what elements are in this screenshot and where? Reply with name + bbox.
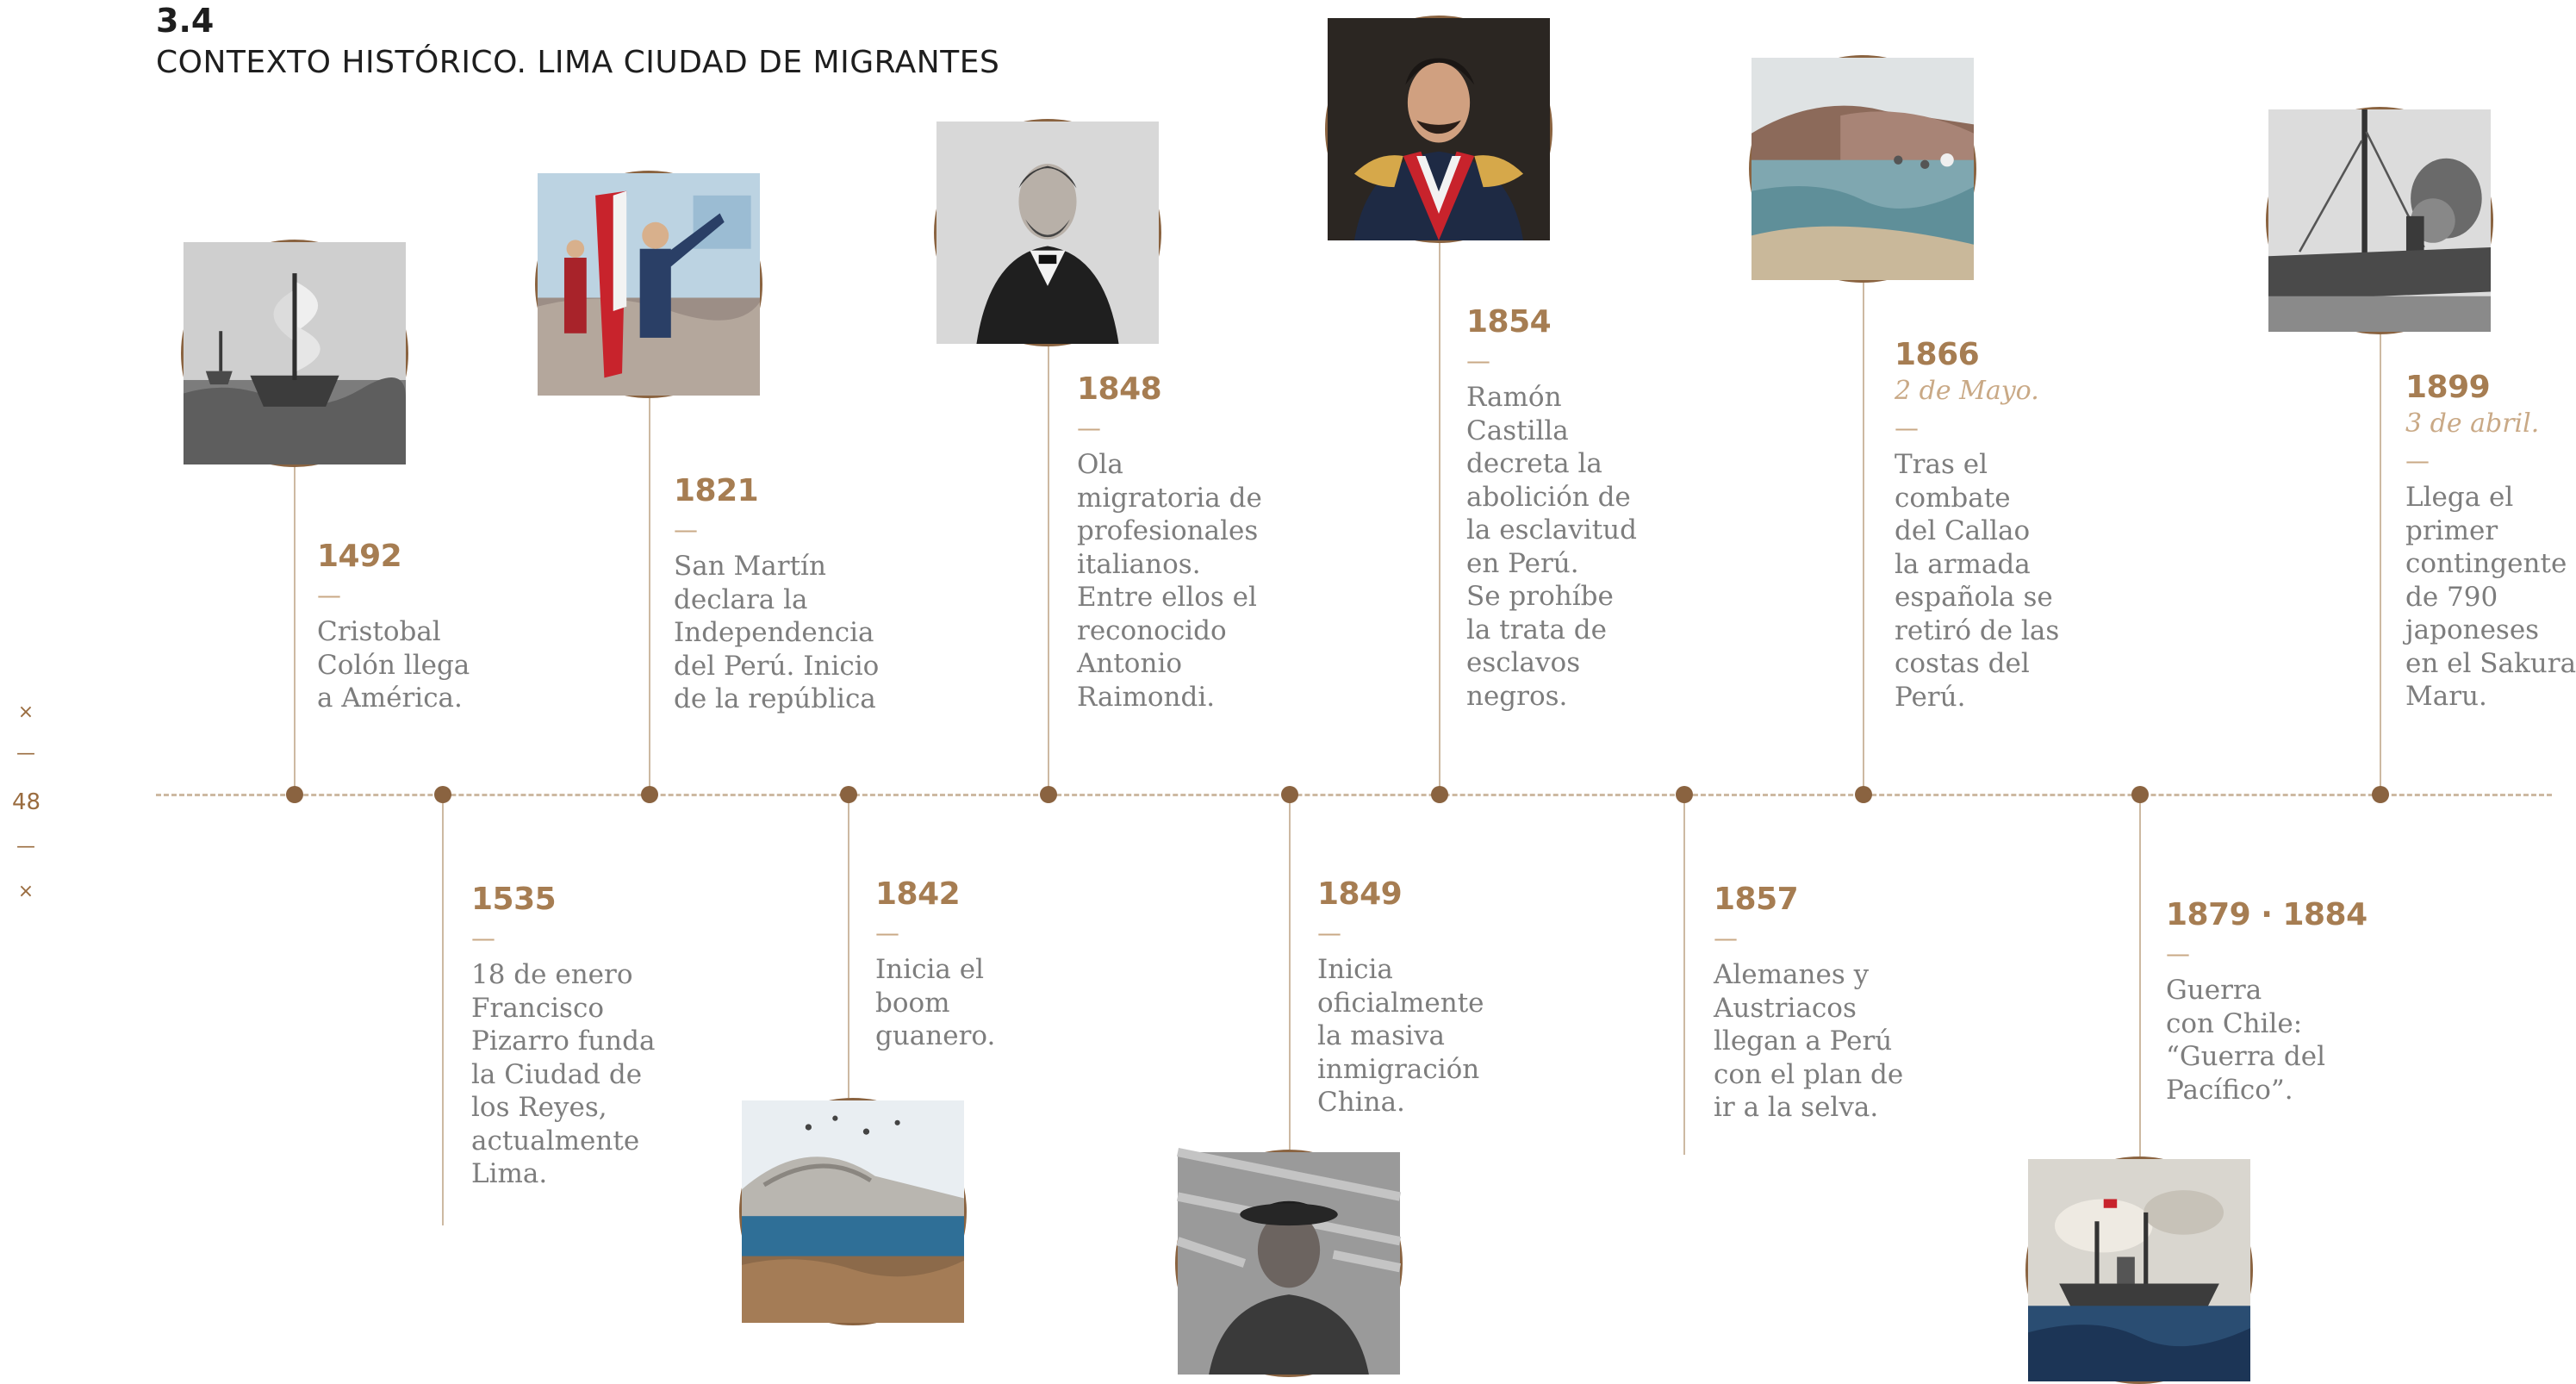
- event-dash: —: [1077, 414, 1101, 442]
- event-dash: —: [875, 919, 899, 947]
- event-1492: 1492 — Cristobal Colón llega a América.: [317, 538, 515, 715]
- stem-1849: [1289, 795, 1291, 1150]
- event-dash: —: [317, 581, 341, 609]
- page-mark-top: ×: [17, 701, 34, 723]
- ramon-castilla-portrait-image: [1325, 16, 1552, 243]
- stem-1854: [1439, 241, 1440, 795]
- event-year: 1879 · 1884: [2166, 897, 2368, 932]
- section-number: 3.4: [156, 2, 215, 40]
- stem-1535: [442, 795, 444, 1225]
- event-1857: 1857 — Alemanes y Austriacos llegan a Pe…: [1714, 881, 1929, 1125]
- stem-1879: [2139, 795, 2141, 1156]
- event-date: 2 de Mayo.: [1895, 376, 2039, 406]
- dot-1854[interactable]: [1431, 786, 1448, 803]
- event-dash: —: [471, 924, 495, 952]
- event-year: 1854: [1466, 304, 1552, 340]
- stem-1899: [2380, 333, 2381, 795]
- dot-1879[interactable]: [2131, 786, 2149, 803]
- event-year: 1857: [1714, 882, 1799, 917]
- event-year: 1535: [471, 882, 557, 917]
- independence-declaration-image: [535, 171, 762, 398]
- dot-1857[interactable]: [1676, 786, 1693, 803]
- stem-1857: [1683, 795, 1685, 1155]
- event-description: Guerra con Chile: “Guerra del Pacífico”.: [2166, 975, 2326, 1106]
- dot-1848[interactable]: [1040, 786, 1057, 803]
- event-year: 1842: [875, 876, 961, 912]
- dot-1535[interactable]: [434, 786, 451, 803]
- callao-coast-image: [1749, 55, 1976, 283]
- event-1821: 1821 — San Martín declara la Independenc…: [674, 472, 898, 716]
- event-dash: —: [1317, 919, 1341, 947]
- dot-1899[interactable]: [2372, 786, 2389, 803]
- event-1899: 1899 3 de abril. — Llega el primer conti…: [2405, 369, 2576, 714]
- page-dash-top: —: [16, 743, 35, 764]
- event-dash: —: [1466, 346, 1490, 375]
- event-year: 1492: [317, 539, 402, 574]
- event-year: 1849: [1317, 876, 1403, 912]
- event-description: Inicia el boom guanero.: [875, 954, 996, 1051]
- event-date: 3 de abril.: [2405, 408, 2540, 439]
- page-number: 48: [12, 789, 41, 815]
- event-year: 1899: [2405, 370, 2491, 405]
- event-description: Alemanes y Austriacos llegan a Perú con …: [1714, 959, 1904, 1123]
- stem-1848: [1048, 346, 1049, 795]
- event-description: Cristobal Colón llega a América.: [317, 616, 470, 714]
- chinese-immigrant-portrait-image: [1175, 1147, 1403, 1377]
- stem-1866: [1863, 283, 1864, 795]
- stem-1842: [848, 795, 849, 1098]
- page-title: CONTEXTO HISTÓRICO. LIMA CIUDAD DE MIGRA…: [156, 45, 1000, 80]
- event-description: 18 de enero Francisco Pizarro funda la C…: [471, 959, 656, 1189]
- event-description: Llega el primer contingente de 790 japon…: [2405, 482, 2576, 712]
- event-description: Ola migratoria de profesionales italiano…: [1077, 449, 1262, 713]
- event-year: 1848: [1077, 371, 1162, 407]
- sakura-maru-ship-image: [2266, 107, 2493, 334]
- page-dash-bottom: —: [16, 836, 35, 857]
- event-description: Tras el combate del Callao la armada esp…: [1895, 449, 2060, 713]
- event-1848: 1848 — Ola migratoria de profesionales i…: [1077, 371, 1284, 714]
- event-dash: —: [1714, 924, 1738, 952]
- event-1854: 1854 — Ramón Castilla decreta la abolici…: [1466, 303, 1664, 713]
- event-dash: —: [2405, 446, 2430, 475]
- event-description: Inicia oficialmente la masiva inmigració…: [1317, 954, 1484, 1118]
- stem-1492: [294, 465, 296, 795]
- dot-1821[interactable]: [641, 786, 658, 803]
- event-dash: —: [2166, 939, 2190, 968]
- event-1535: 1535 — 18 de enero Francisco Pizarro fun…: [471, 881, 669, 1191]
- guano-island-image: [739, 1098, 967, 1325]
- dot-1866[interactable]: [1855, 786, 1872, 803]
- event-dash: —: [1895, 414, 1919, 442]
- naval-battle-image: [2025, 1156, 2253, 1384]
- event-1866: 1866 2 de Mayo. — Tras el combate del Ca…: [1895, 336, 2093, 714]
- event-dash: —: [674, 515, 698, 544]
- event-1879-1884: 1879 · 1884 — Guerra con Chile: “Guerra …: [2166, 896, 2390, 1107]
- event-year: 1866: [1895, 337, 1980, 372]
- event-description: San Martín declara la Independencia del …: [674, 551, 880, 714]
- event-1842: 1842 — Inicia el boom guanero.: [875, 876, 1073, 1053]
- antonio-raimondi-portrait-image: [934, 119, 1161, 346]
- stem-1821: [649, 396, 650, 795]
- event-year: 1821: [674, 473, 759, 508]
- caravel-ship-image: [181, 240, 408, 467]
- event-description: Ramón Castilla decreta la abolición de l…: [1466, 382, 1637, 712]
- timeline-axis: [156, 794, 2552, 796]
- dot-1849[interactable]: [1281, 786, 1298, 803]
- dot-1842[interactable]: [840, 786, 857, 803]
- event-1849: 1849 — Inicia oficialmente la masiva inm…: [1317, 876, 1515, 1119]
- page-mark-bottom: ×: [17, 881, 34, 902]
- dot-1492[interactable]: [286, 786, 303, 803]
